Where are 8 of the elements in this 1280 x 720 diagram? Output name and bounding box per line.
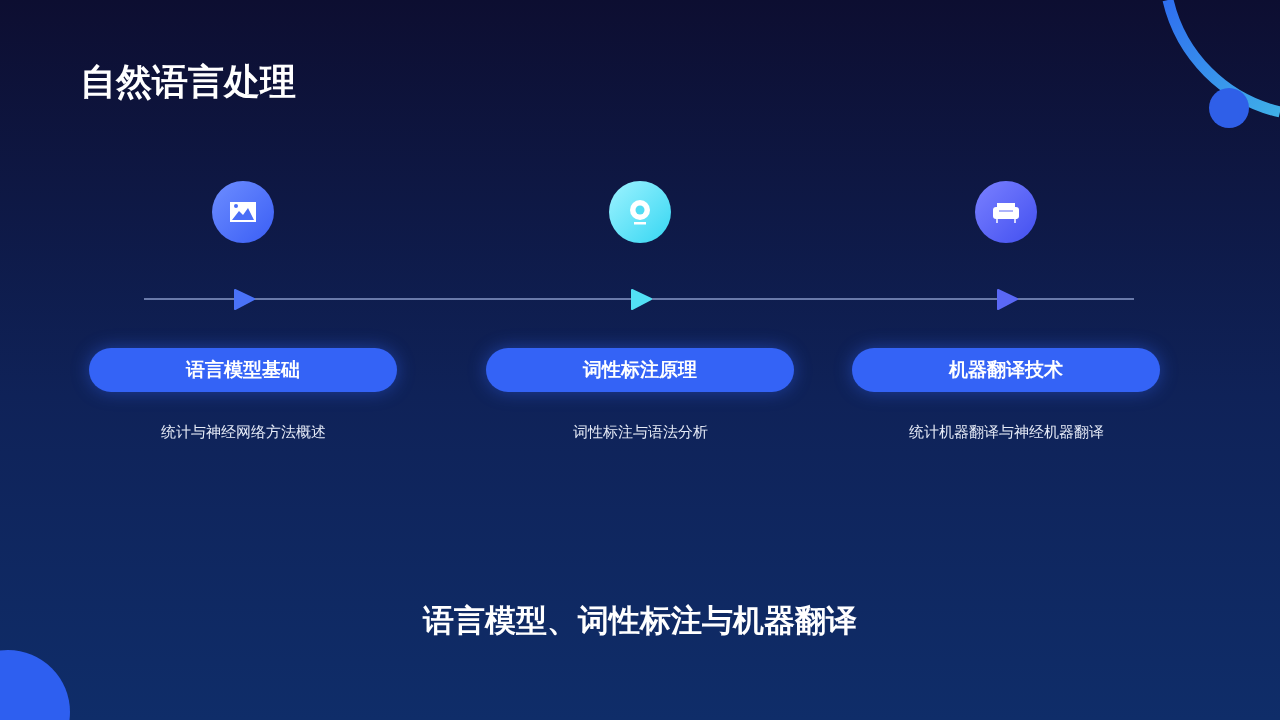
step-pill: 机器翻译技术 <box>852 348 1160 392</box>
step-description: 词性标注与语法分析 <box>571 423 709 442</box>
step-description: 统计机器翻译与神经机器翻译 <box>907 423 1105 442</box>
slide-title: 自然语言处理 <box>80 60 296 104</box>
step-pill: 语言模型基础 <box>89 348 397 392</box>
caption: 语言模型、词性标注与机器翻译 <box>421 601 858 640</box>
step-description: 统计与神经网络方法概述 <box>159 423 327 442</box>
step-pill: 词性标注原理 <box>486 348 794 392</box>
